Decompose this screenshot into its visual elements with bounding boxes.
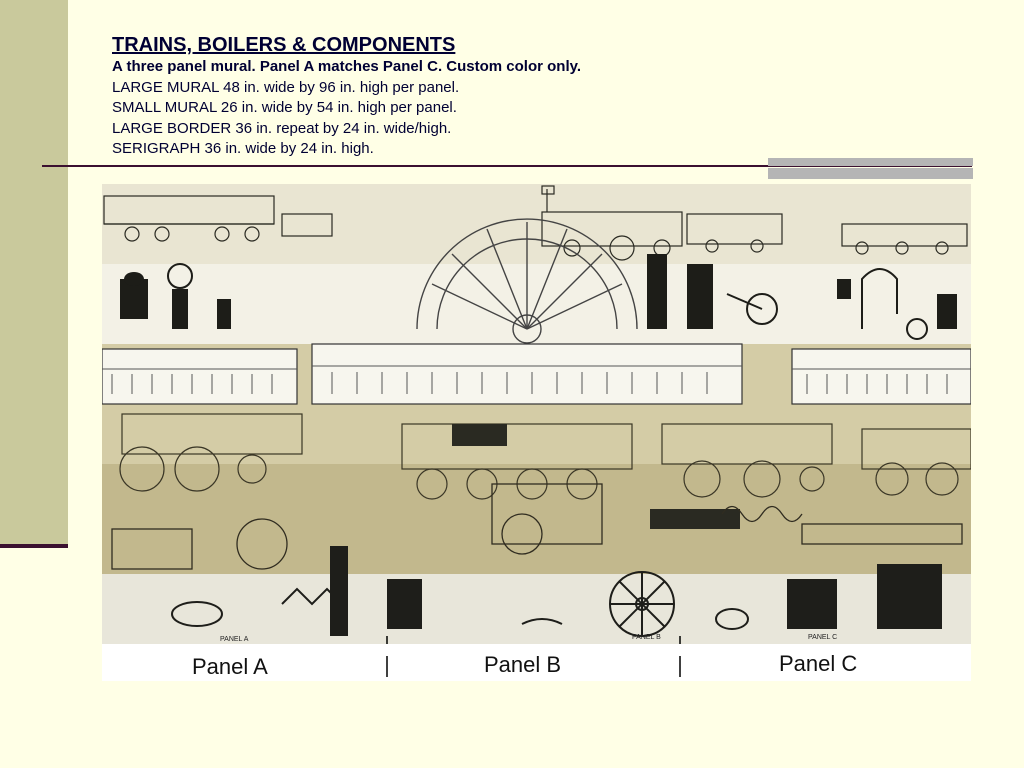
passenger-cars [102, 343, 971, 405]
top-wagons [103, 185, 968, 261]
slide-subtitle: A three panel mural. Panel A matches Pan… [112, 58, 582, 75]
panel-c-label: Panel C [779, 651, 857, 676]
mural-image: PANEL A PANEL B PANEL C Panel A Panel B … [102, 184, 971, 681]
small-label-panel-a: PANEL A [220, 636, 249, 643]
left-sidebar-bar [0, 0, 68, 546]
slide-text-block: TRAINS, BOILERS & COMPONENTS A three pan… [112, 33, 581, 160]
left-bar-rule [0, 544, 68, 548]
small-label-panel-c: PANEL C [808, 634, 837, 641]
header-rule [42, 165, 972, 167]
spec-line-large-mural: LARGE MURAL 48 in. wide by 96 in. high p… [112, 78, 460, 96]
mural-illustration: PANEL A PANEL B PANEL C Panel A Panel B … [102, 184, 971, 681]
header-accent-bar-lower [768, 168, 973, 179]
spec-line-large-border: LARGE BORDER 36 in. repeat by 24 in. wid… [112, 119, 452, 137]
header-accent-bar [768, 158, 973, 166]
big-wheel [416, 218, 638, 344]
spec-line-small-mural: SMALL MURAL 26 in. wide by 54 in. high p… [112, 99, 457, 116]
lower-machinery [111, 483, 963, 570]
spec-line-serigraph: SERIGRAPH 36 in. wide by 24 in. high. [112, 140, 374, 157]
slide-title: TRAINS, BOILERS & COMPONENTS [112, 34, 456, 56]
panel-a-label: Panel A [192, 654, 268, 679]
small-label-panel-b: PANEL B [632, 634, 661, 641]
springs-and-gears [330, 546, 942, 636]
lanterns [120, 254, 957, 329]
panel-b-label: Panel B [484, 652, 561, 677]
